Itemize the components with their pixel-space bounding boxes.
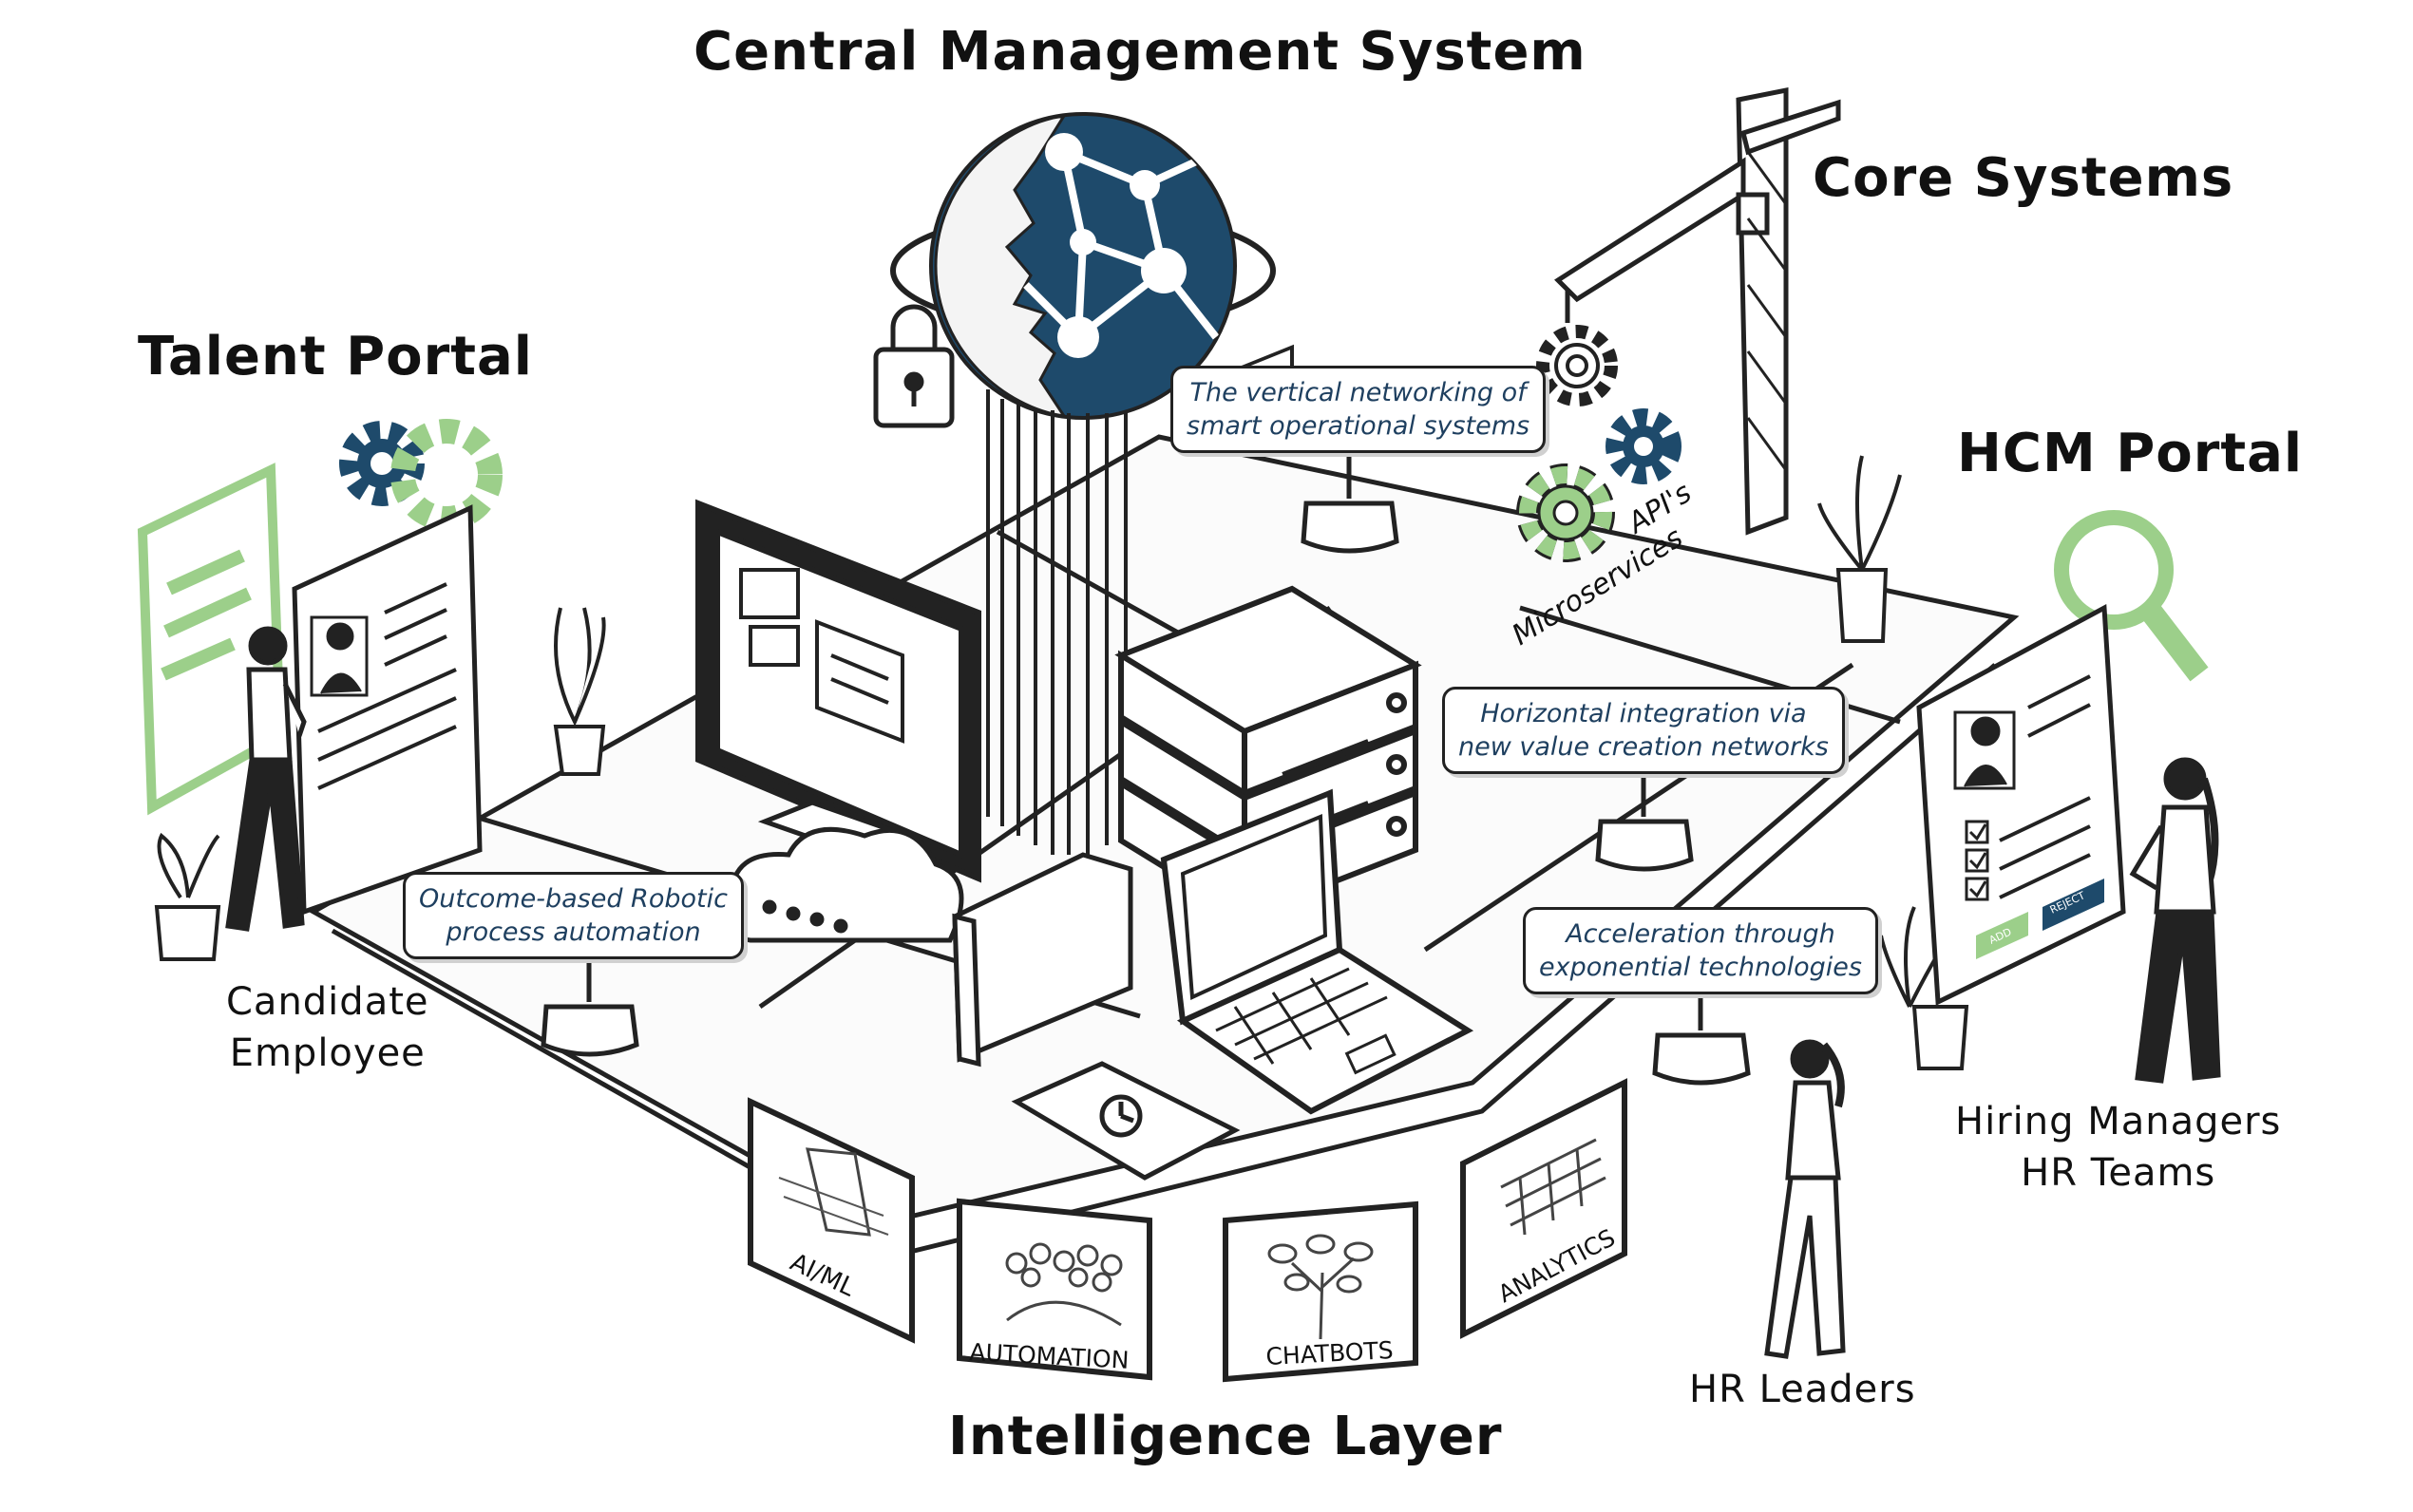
resume-card <box>292 504 483 916</box>
central-management-title: Central Management System <box>694 21 1586 83</box>
candidate-label: Candidate <box>226 980 429 1024</box>
callout-acceleration-line-2: exponential technologies <box>1539 953 1862 983</box>
core-systems-title: Core Systems <box>1813 147 2234 209</box>
callout-acceleration-line-1: Acceleration through <box>1566 919 1835 949</box>
callout-acceleration: Acceleration through exponential technol… <box>1523 907 1878 995</box>
tile-automation: AUTOMATION <box>957 1198 1152 1381</box>
folder-icon <box>952 852 1133 1068</box>
tile-analytics: ANALYTICS <box>1460 1078 1627 1339</box>
callout-horizontal-line-2: new value creation networks <box>1458 732 1829 763</box>
plant-icon-right <box>1817 455 1902 643</box>
hr-teams-line: HR Teams <box>2021 1151 2216 1195</box>
talent-portal-title: Talent Portal <box>138 326 533 387</box>
network-cables <box>986 389 1128 855</box>
cloud-icon <box>722 826 964 943</box>
callout-vertical-networking: The vertical networking of smart operati… <box>1170 366 1547 454</box>
callout-vertical-line-2: smart operational systems <box>1187 411 1530 442</box>
hanging-gear-icon <box>1536 325 1618 406</box>
globe-icon <box>890 112 1276 420</box>
callout-stands <box>541 446 1751 1086</box>
plant-icon-bottom-left <box>154 832 221 961</box>
callout-robotic-process-automation: Outcome-based Robotic process automation <box>403 872 744 960</box>
tile-chatbots-label: CHATBOTS <box>1265 1336 1395 1370</box>
gear-icon-navy <box>1606 408 1682 484</box>
hiring-managers-line: Hiring Managers <box>1955 1100 2282 1143</box>
candidate-employee-label: Candidate Employee <box>226 976 429 1079</box>
callout-vertical-line-1: The vertical networking of <box>1189 378 1527 407</box>
callout-horizontal-line-1: Horizontal integration via <box>1480 699 1807 728</box>
callout-rpa-line-2: process automation <box>446 917 701 948</box>
monitor-icon <box>695 499 981 883</box>
hr-leaders-label: HR Leaders <box>1689 1368 1916 1411</box>
callout-rpa-line-1: Outcome-based Robotic <box>419 884 728 914</box>
hr-leader-figure <box>1764 1039 1846 1359</box>
candidate-figure <box>225 626 307 932</box>
intelligence-layer-title: Intelligence Layer <box>948 1406 1503 1467</box>
magnifier-icon <box>2054 510 2209 682</box>
callout-horizontal-integration: Horizontal integration via new value cre… <box>1442 687 1845 775</box>
gear-icon-green <box>1516 463 1615 562</box>
employee-label: Employee <box>229 1031 426 1075</box>
hiring-managers-label: Hiring Managers HR Teams <box>1955 1096 2281 1199</box>
add-button-graphic: ADD <box>1976 912 2028 959</box>
lock-icon <box>873 304 955 428</box>
tile-aiml: AI/ML <box>748 1097 915 1344</box>
tablet-icon <box>1011 1061 1241 1181</box>
plant-icon-left <box>553 607 606 776</box>
hiring-manager-figure <box>2129 757 2221 1084</box>
tile-chatbots: CHATBOTS <box>1223 1200 1418 1383</box>
crane-icon <box>1554 86 1841 536</box>
hcm-portal-title: HCM Portal <box>1957 423 2304 484</box>
